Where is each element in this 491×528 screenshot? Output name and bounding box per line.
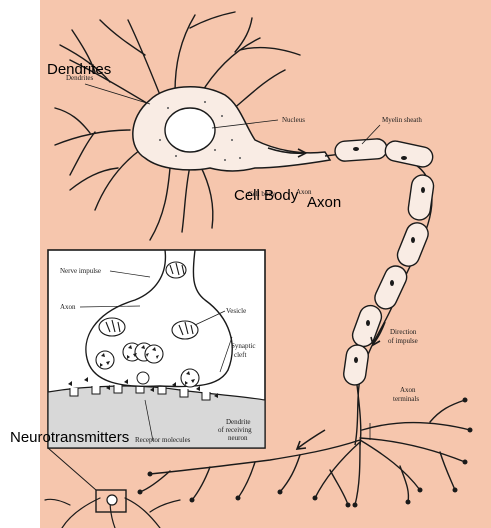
inset-nerve-impulse-label: Nerve impulse — [60, 267, 101, 275]
inset-axon-label: Axon — [60, 303, 76, 311]
axon-overlay-label: Axon — [307, 195, 341, 210]
zoom-synapse — [107, 495, 117, 505]
nucleus — [165, 108, 215, 152]
axon-terminals-label-line1: Axon — [400, 386, 416, 394]
inset-dendrite-label-line2: of receiving — [218, 426, 252, 434]
inset-dendrite-label-line1: Dendrite — [226, 418, 251, 426]
axon-terminals-label-line2: terminals — [393, 395, 419, 403]
direction-label-line2: of impulse — [388, 337, 418, 345]
direction-label-line1: Direction — [390, 328, 417, 336]
neurotransmitters-overlay-label: Neurotransmitters — [10, 430, 129, 445]
inset-synaptic-label-line1: Synaptic — [231, 342, 256, 350]
inset-receptor-label: Receptor molecules — [135, 436, 191, 444]
myelin-sheath-label: Myelin sheath — [382, 116, 422, 124]
fusing-vesicle — [137, 372, 149, 384]
inset-vesicle-label: Vesicle — [226, 307, 246, 315]
nucleus-label: Nucleus — [282, 116, 305, 124]
dendrites-overlay-label: Dendrites — [47, 62, 111, 77]
cell-body-overlay-label: Cell Body — [234, 188, 298, 203]
inset-synaptic-label-line2: cleft — [234, 351, 246, 359]
inset-dendrite-label-line3: neuron — [228, 434, 248, 442]
synapse-inset: Nerve impulse Axon Vesicle Synaptic clef… — [48, 250, 265, 448]
